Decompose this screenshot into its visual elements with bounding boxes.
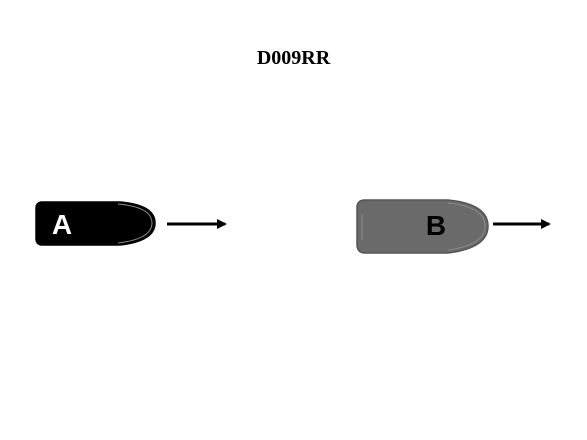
boat-a-rim [117,203,153,244]
boat-a: A [35,201,156,246]
boat-b-hull [356,199,489,254]
boat-b: B [356,199,489,254]
boat-a-label: A [52,209,72,240]
boat-a-hull [35,201,156,246]
boat-b-rim [361,202,486,251]
boat-b-label: B [426,210,446,241]
diagram-title: D009RR [256,47,331,69]
